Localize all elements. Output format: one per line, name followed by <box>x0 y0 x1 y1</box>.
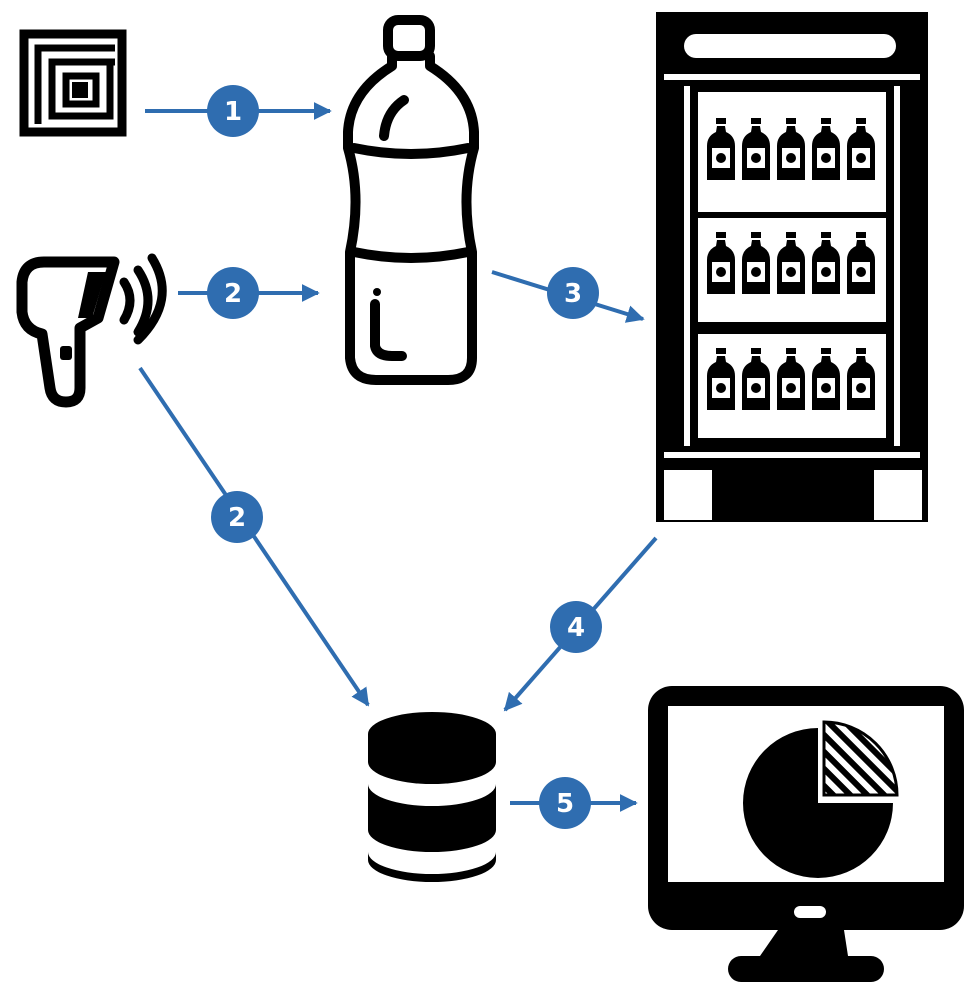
step-badge-1: 1 <box>207 85 259 137</box>
connectors <box>138 102 658 812</box>
rfid-tag-icon <box>19 29 127 137</box>
svg-text:4: 4 <box>567 613 585 643</box>
svg-text:2: 2 <box>224 279 242 309</box>
analytics-monitor-icon <box>648 686 964 982</box>
database-icon <box>368 712 496 882</box>
svg-text:1: 1 <box>224 97 242 127</box>
step-badge-2-bottle: 2 <box>207 267 259 319</box>
step-badge-2-database: 2 <box>211 491 263 543</box>
step-badge-3: 3 <box>547 267 599 319</box>
beverage-fridge-icon <box>656 12 928 522</box>
svg-text:5: 5 <box>556 789 574 819</box>
step-badge-5: 5 <box>539 777 591 829</box>
svg-text:2: 2 <box>228 503 246 533</box>
svg-text:3: 3 <box>564 279 582 309</box>
water-bottle-icon <box>343 15 479 385</box>
step-badge-4: 4 <box>550 601 602 653</box>
pie-chart-icon <box>743 720 899 878</box>
rfid-scanner-icon <box>16 253 167 408</box>
